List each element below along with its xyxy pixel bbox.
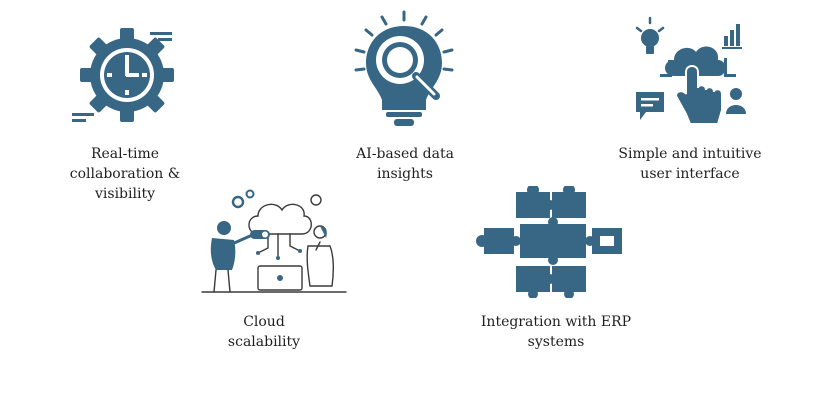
clock-gear-icon: [72, 28, 174, 122]
cloud-touch-icon: [635, 16, 746, 125]
puzzle-pieces-icon: [476, 186, 622, 298]
feature-label: Cloud scalability: [227, 314, 301, 350]
feature-label: Real-time collaboration & visibility: [69, 146, 181, 202]
lightbulb-magnifier-icon: [354, 10, 454, 126]
feature-label: Integration with ERP systems: [480, 314, 632, 350]
feature-label: Simple and intuitive user interface: [618, 146, 762, 182]
feature-label: AI-based data insights: [356, 146, 454, 182]
cloud-team-illustration-icon: [201, 189, 347, 293]
